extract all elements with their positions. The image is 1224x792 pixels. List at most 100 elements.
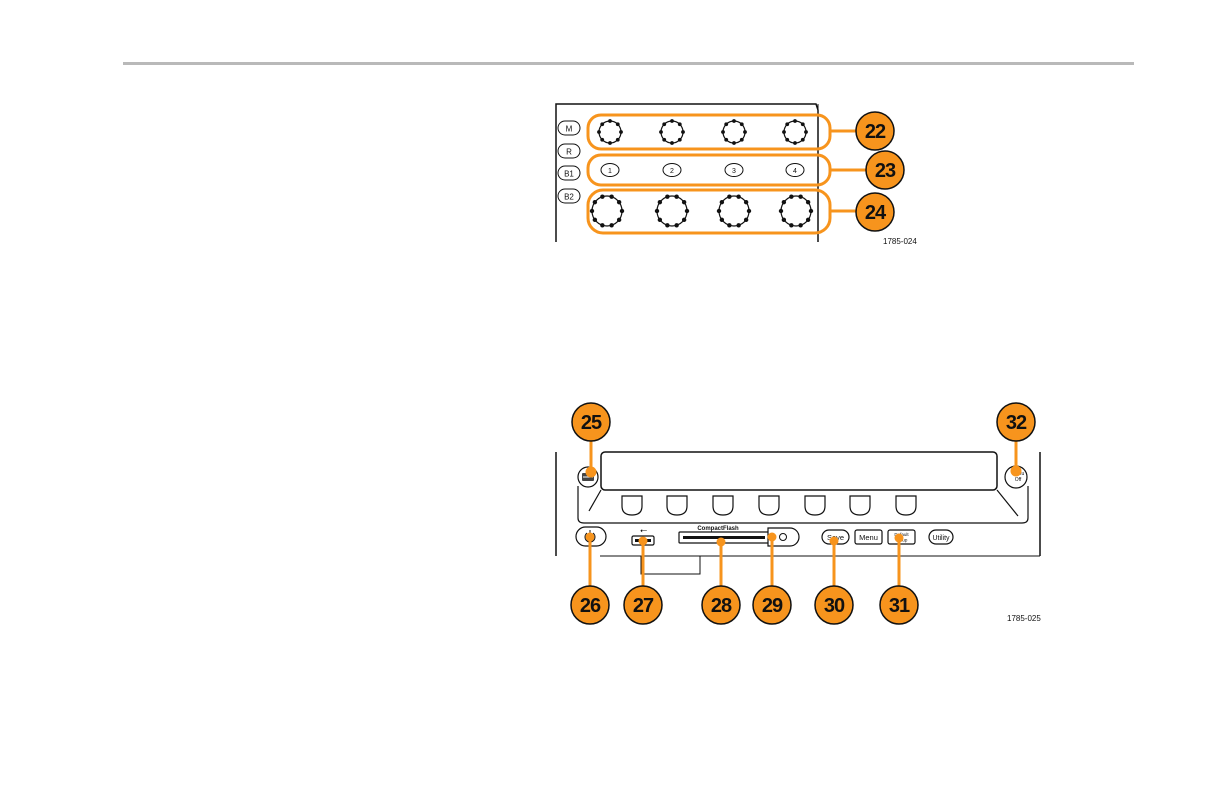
callout-32: 32 bbox=[997, 403, 1035, 441]
svg-text:B1: B1 bbox=[564, 170, 574, 179]
knob-notch bbox=[665, 195, 669, 199]
knob-notch bbox=[658, 218, 662, 222]
knob-notch bbox=[616, 138, 620, 142]
knob-notch bbox=[732, 119, 736, 123]
knob-notch bbox=[724, 122, 728, 126]
svg-text:3: 3 bbox=[732, 168, 736, 175]
compactflash-label: CompactFlash bbox=[697, 526, 739, 532]
knob-notch bbox=[806, 218, 810, 222]
knob-notch bbox=[685, 209, 689, 213]
callout-27: 27 bbox=[624, 586, 662, 624]
usb-icon: ⭠ bbox=[640, 526, 647, 536]
knob-notch bbox=[600, 223, 604, 227]
knob-notch bbox=[593, 218, 597, 222]
svg-text:30: 30 bbox=[824, 595, 845, 617]
bezel-button-7[interactable] bbox=[896, 496, 916, 515]
callout-30: 30 bbox=[815, 586, 853, 624]
svg-text:23: 23 bbox=[875, 160, 896, 182]
svg-text:31: 31 bbox=[889, 595, 910, 617]
callout-31: 31 bbox=[880, 586, 918, 624]
svg-text:B2: B2 bbox=[564, 193, 574, 202]
small-knob-2[interactable] bbox=[659, 119, 685, 145]
svg-text:32: 32 bbox=[1006, 412, 1027, 434]
knob-notch bbox=[681, 130, 685, 134]
small-knob-4[interactable] bbox=[782, 119, 808, 145]
number-button-4[interactable]: 4 bbox=[786, 164, 804, 177]
knob-notch bbox=[801, 138, 805, 142]
knob-notch bbox=[720, 218, 724, 222]
bezel-button-6[interactable] bbox=[850, 496, 870, 515]
knob-notch bbox=[801, 122, 805, 126]
large-knob-1[interactable] bbox=[590, 195, 624, 228]
ref-button-b1[interactable]: B1 bbox=[558, 166, 580, 180]
figure-id-bottom: 1785-025 bbox=[1007, 614, 1041, 623]
ref-button-r[interactable]: R bbox=[558, 144, 580, 158]
bezel-button-1[interactable] bbox=[622, 496, 642, 515]
knob-notch bbox=[806, 200, 810, 204]
bezel-diagonal-right bbox=[997, 490, 1018, 516]
knob-notch bbox=[674, 223, 678, 227]
port-bay-outline bbox=[641, 556, 700, 574]
knob-notch bbox=[809, 209, 813, 213]
knob-notch bbox=[740, 122, 744, 126]
highlight-default-setup bbox=[896, 535, 902, 541]
knob-notch bbox=[682, 218, 686, 222]
large-knob-3[interactable] bbox=[717, 195, 751, 228]
knob-notch bbox=[682, 200, 686, 204]
utility-button[interactable]: Utility bbox=[929, 530, 953, 544]
number-button-3[interactable]: 3 bbox=[725, 164, 743, 177]
knob-notch bbox=[740, 138, 744, 142]
bezel-button-2[interactable] bbox=[667, 496, 687, 515]
knob-notch bbox=[798, 223, 802, 227]
knob-notch bbox=[590, 209, 594, 213]
svg-text:29: 29 bbox=[762, 595, 783, 617]
number-button-2[interactable]: 2 bbox=[663, 164, 681, 177]
highlight-usb bbox=[640, 538, 646, 544]
figure-id-top: 1785-024 bbox=[883, 237, 917, 246]
large-knob-2[interactable] bbox=[655, 195, 689, 228]
large-knob-4[interactable] bbox=[779, 195, 813, 228]
callout-28: 28 bbox=[702, 586, 740, 624]
small-knob-3[interactable] bbox=[721, 119, 747, 145]
ref-button-b2[interactable]: B2 bbox=[558, 189, 580, 203]
ref-button-m[interactable]: M bbox=[558, 121, 580, 135]
knob-notch bbox=[608, 119, 612, 123]
callout-23: 23 bbox=[866, 151, 904, 189]
knob-notch bbox=[798, 195, 802, 199]
knob-notch bbox=[782, 130, 786, 134]
knob-notch bbox=[782, 200, 786, 204]
knob-notch bbox=[662, 138, 666, 142]
highlight-save bbox=[831, 538, 837, 544]
knob-notch bbox=[609, 223, 613, 227]
svg-text:4: 4 bbox=[793, 168, 797, 175]
knob-notch bbox=[617, 218, 621, 222]
knob-notch bbox=[744, 218, 748, 222]
menu-button[interactable]: Menu bbox=[855, 530, 882, 544]
knob-notch bbox=[674, 195, 678, 199]
svg-text:Off: Off bbox=[1015, 477, 1022, 483]
svg-text:26: 26 bbox=[580, 595, 601, 617]
bezel-lower-frame bbox=[578, 486, 1028, 523]
knob-notch bbox=[789, 223, 793, 227]
knob-notch bbox=[678, 138, 682, 142]
highlight-print bbox=[587, 468, 595, 476]
bezel-button-3[interactable] bbox=[713, 496, 733, 515]
svg-text:Utility: Utility bbox=[932, 535, 950, 542]
knob-notch bbox=[779, 209, 783, 213]
highlight-power bbox=[587, 534, 593, 540]
knob-notch bbox=[727, 195, 731, 199]
svg-text:22: 22 bbox=[865, 121, 886, 143]
knob-notch bbox=[655, 209, 659, 213]
knob-notch bbox=[670, 119, 674, 123]
number-button-1[interactable]: 1 bbox=[601, 164, 619, 177]
knob-notch bbox=[793, 141, 797, 145]
knob-notch bbox=[747, 209, 751, 213]
svg-text:27: 27 bbox=[633, 595, 654, 617]
highlight-menu-off bbox=[1012, 467, 1020, 475]
knob-notch bbox=[732, 141, 736, 145]
bezel-button-4[interactable] bbox=[759, 496, 779, 515]
bezel-button-5[interactable] bbox=[805, 496, 825, 515]
knob-notch bbox=[670, 141, 674, 145]
small-knob-1[interactable] bbox=[597, 119, 623, 145]
callout-24: 24 bbox=[856, 193, 894, 231]
